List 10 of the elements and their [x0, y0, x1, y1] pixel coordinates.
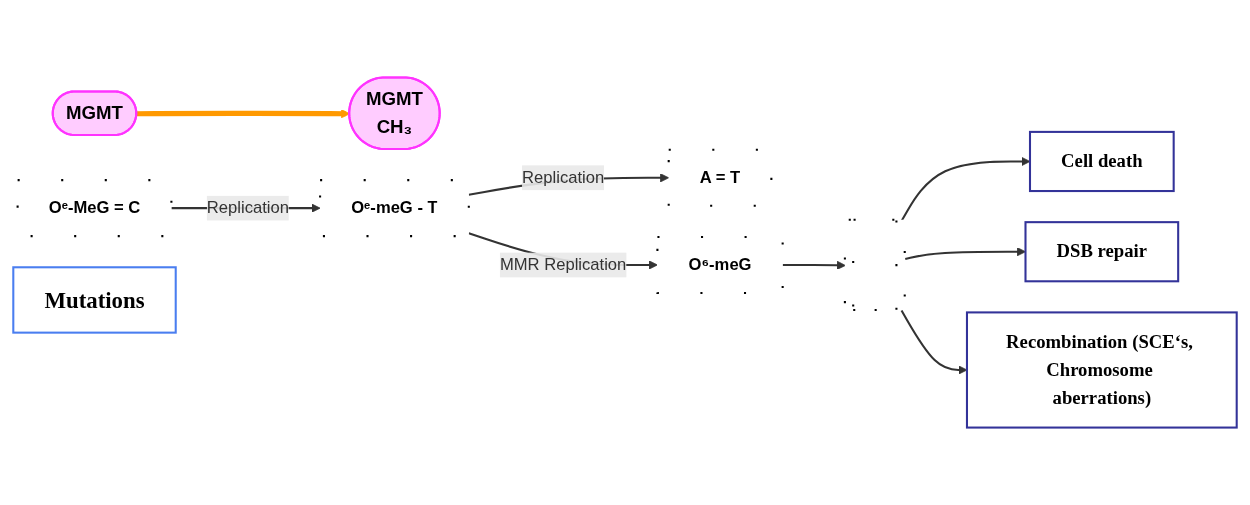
edge-label: MMR Replication: [499, 255, 627, 274]
node-bar: [843, 218, 906, 312]
arrow: [905, 247, 1026, 260]
edge-label: Replication: [206, 198, 289, 217]
node-box: Mutations: [12, 266, 177, 334]
node-box: Recombination (SCE‘s, Chromosome aberrations): [965, 311, 1238, 429]
edge-label: Replication: [522, 168, 605, 187]
node-box: Cell death: [1028, 130, 1175, 193]
node-box: DSB repair: [1024, 221, 1180, 283]
arrow: [901, 156, 1031, 221]
